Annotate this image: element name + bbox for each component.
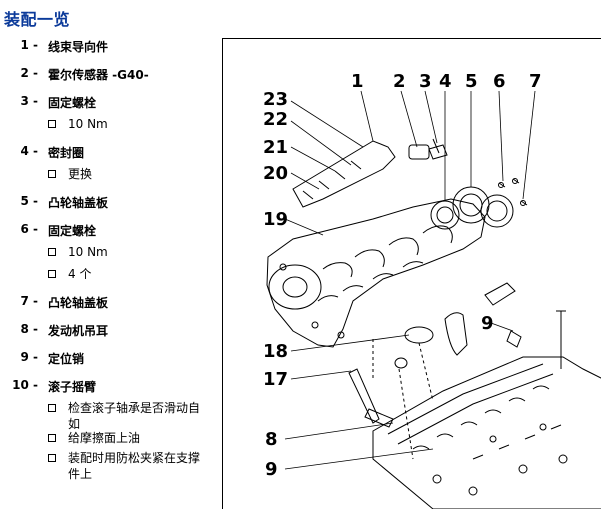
item-number: 2 - <box>20 66 38 80</box>
list-item: 3 - 固定螺栓 <box>0 94 220 112</box>
parts-list: 1 - 线束导向件 2 - 霍尔传感器 -G40- 3 - 固定螺栓 10 Nm… <box>0 38 220 481</box>
callout-17: 17 <box>263 369 289 390</box>
item-number: 4 - <box>20 144 38 158</box>
callout-1: 1 <box>351 71 364 92</box>
callout-2: 2 <box>393 71 406 92</box>
callout-4: 4 <box>439 71 452 92</box>
item-number: 6 - <box>20 222 38 236</box>
sub-item-text: 10 Nm <box>68 245 108 259</box>
callout-6: 6 <box>493 71 506 92</box>
callout-5: 5 <box>465 71 478 92</box>
bullet-box-icon <box>48 404 56 412</box>
callout-23: 23 <box>263 89 289 110</box>
item-number: 8 - <box>20 322 38 336</box>
callout-18: 18 <box>263 341 289 362</box>
sub-item-text: 检查滚子轴承是否滑动自如 <box>68 401 201 431</box>
callout-9-lower: 9 <box>265 459 278 480</box>
bullet-box-icon <box>48 120 56 128</box>
callout-20: 20 <box>263 163 289 184</box>
sub-item-text: 10 Nm <box>68 117 108 131</box>
page-title: 装配一览 <box>4 10 71 29</box>
item-label: 滚子摇臂 <box>48 380 97 394</box>
sub-item: 更换 <box>0 166 220 184</box>
sub-item: 10 Nm <box>0 116 220 134</box>
item-label: 霍尔传感器 -G40- <box>48 68 149 82</box>
list-item: 1 - 线束导向件 <box>0 38 220 56</box>
sub-item-text: 给摩擦面上油 <box>68 431 141 445</box>
item-label: 线束导向件 <box>48 40 109 54</box>
exploded-view-figure: 1 2 3 4 5 6 7 23 22 21 20 19 18 17 8 9 9 <box>222 38 601 509</box>
item-label: 固定螺栓 <box>48 224 97 238</box>
list-item: 5 - 凸轮轴盖板 <box>0 194 220 212</box>
list-item: 10 - 滚子摇臂 <box>0 378 220 396</box>
item-label: 凸轮轴盖板 <box>48 196 109 210</box>
callout-7: 7 <box>529 71 542 92</box>
cylinder-head-shape <box>372 356 601 509</box>
bullet-box-icon <box>48 454 56 462</box>
item-number: 3 - <box>20 94 38 108</box>
list-item: 9 - 定位销 <box>0 350 220 368</box>
hall-sensor-shape <box>408 144 448 160</box>
camshaft-carrier-shape <box>266 198 486 348</box>
sub-item-text: 装配时用防松夹紧在支撑件上 <box>68 451 201 481</box>
callout-9-upper: 9 <box>481 313 494 334</box>
list-item: 6 - 固定螺栓 <box>0 222 220 240</box>
item-number: 10 - <box>12 378 38 392</box>
item-number: 1 - <box>20 38 38 52</box>
cylinder-head-drawing <box>266 90 601 509</box>
item-label: 密封圈 <box>48 146 85 160</box>
item-number: 7 - <box>20 294 38 308</box>
harness-guide-shape <box>292 140 396 208</box>
item-number: 9 - <box>20 350 38 364</box>
callout-19: 19 <box>263 209 289 230</box>
sub-item: 给摩擦面上油 <box>0 430 220 448</box>
sub-item-text: 4 个 <box>68 267 92 281</box>
callout-22: 22 <box>263 109 289 130</box>
item-label: 凸轮轴盖板 <box>48 296 109 310</box>
list-item: 8 - 发动机吊耳 <box>0 322 220 340</box>
sub-item: 检查滚子轴承是否滑动自如 <box>0 400 220 436</box>
callout-21: 21 <box>263 137 289 158</box>
sub-item: 装配时用防松夹紧在支撑件上 <box>0 450 220 486</box>
callout-3: 3 <box>419 71 432 92</box>
item-label: 发动机吊耳 <box>48 324 109 338</box>
bullet-box-icon <box>48 434 56 442</box>
bullet-box-icon <box>48 270 56 278</box>
list-item: 2 - 霍尔传感器 -G40- <box>0 66 220 84</box>
sub-item-text: 更换 <box>68 167 93 181</box>
sub-item: 10 Nm <box>0 244 220 262</box>
lifting-eye-shape <box>444 312 468 356</box>
callout-8: 8 <box>265 429 278 450</box>
bullet-box-icon <box>48 248 56 256</box>
sub-item: 4 个 <box>0 266 220 284</box>
item-label: 定位销 <box>48 352 85 366</box>
item-label: 固定螺栓 <box>48 96 97 110</box>
bullet-box-icon <box>48 170 56 178</box>
list-item: 4 - 密封圈 <box>0 144 220 162</box>
list-item: 7 - 凸轮轴盖板 <box>0 294 220 312</box>
item-number: 5 - <box>20 194 38 208</box>
